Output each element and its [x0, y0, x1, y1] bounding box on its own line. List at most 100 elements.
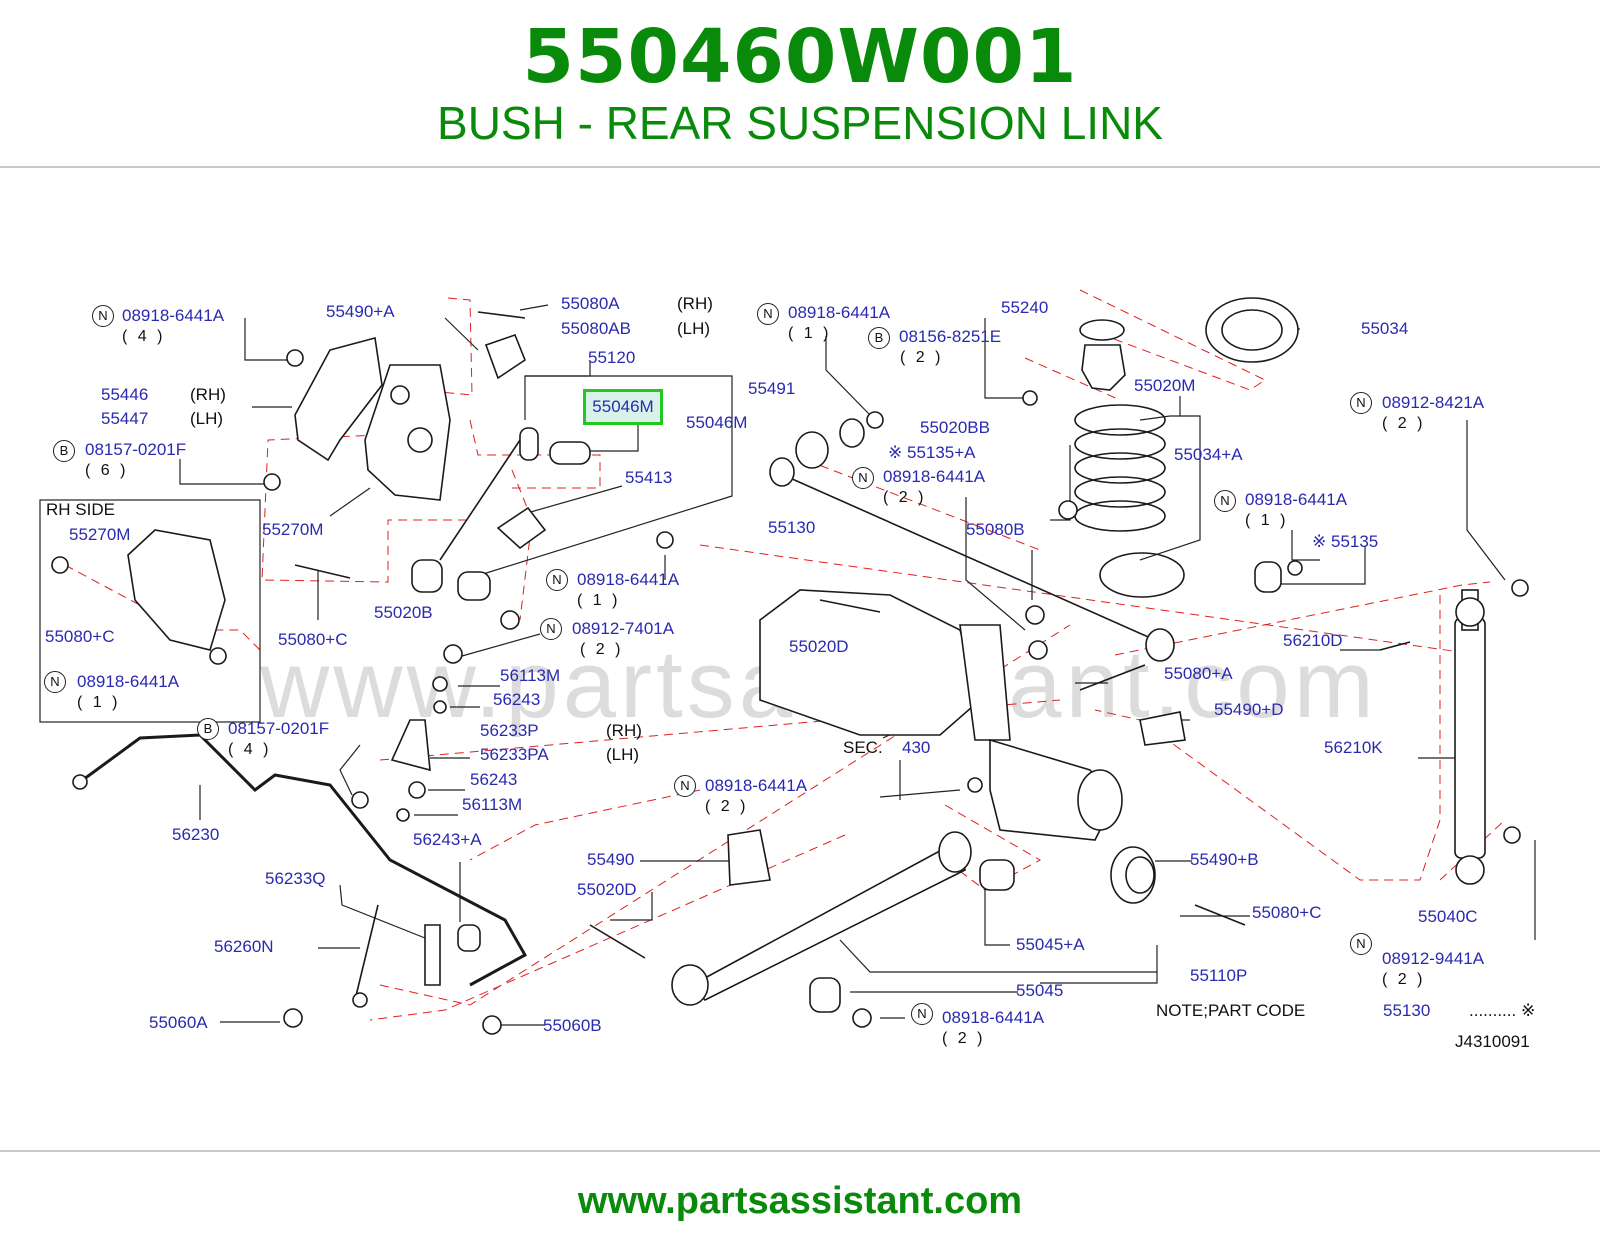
- quantity-label: ( 2 ): [1382, 415, 1426, 432]
- side-label: (LH): [677, 319, 711, 338]
- quantity-label: ( 2 ): [580, 641, 624, 658]
- note-part-code[interactable]: 55130: [1383, 1001, 1431, 1020]
- n-circle-badge: N: [674, 775, 696, 797]
- n-circle-badge: N: [1350, 392, 1372, 414]
- part-label[interactable]: 55040C: [1418, 907, 1478, 926]
- part-label[interactable]: 55080+A: [1164, 664, 1233, 683]
- part-label[interactable]: 08918-6441A: [883, 467, 986, 486]
- quantity-label: ( 2 ): [705, 798, 749, 815]
- part-label[interactable]: 55020D: [577, 880, 637, 899]
- part-label[interactable]: 55060A: [149, 1013, 208, 1032]
- part-label[interactable]: 56243: [493, 690, 541, 709]
- b-circle-badge: B: [868, 327, 890, 349]
- part-label[interactable]: 56243+A: [413, 830, 482, 849]
- part-label[interactable]: 55080AB: [561, 319, 631, 338]
- part-label[interactable]: 55080B: [966, 520, 1025, 539]
- b-circle-badge: B: [197, 718, 219, 740]
- part-label[interactable]: 55490+D: [1214, 700, 1284, 719]
- part-label[interactable]: 08156-8251E: [899, 327, 1002, 346]
- n-circle-badge: N: [540, 618, 562, 640]
- part-label[interactable]: 08918-6441A: [942, 1008, 1045, 1027]
- section-label: SEC.: [843, 738, 883, 757]
- diagram-reference-code: J4310091: [1455, 1032, 1530, 1051]
- part-label[interactable]: 55020B: [374, 603, 433, 622]
- part-label[interactable]: 08918-6441A: [577, 570, 680, 589]
- highlighted-part-55046M[interactable]: 55046M: [583, 389, 663, 425]
- part-label[interactable]: 08918-6441A: [122, 306, 225, 325]
- part-label[interactable]: 55110P: [1190, 966, 1248, 985]
- part-label[interactable]: 56113M: [462, 795, 523, 814]
- quantity-label: ( 2 ): [1382, 971, 1426, 988]
- part-label[interactable]: 55045+A: [1016, 935, 1085, 954]
- part-label-text: 55135+A: [906, 443, 976, 462]
- part-label[interactable]: 55413: [625, 468, 673, 487]
- part-label[interactable]: 56210K: [1324, 738, 1383, 757]
- part-label[interactable]: 55020D: [789, 637, 849, 656]
- part-label[interactable]: 08912-9441A: [1382, 949, 1485, 968]
- part-label[interactable]: 08918-6441A: [705, 776, 808, 795]
- part-label[interactable]: 55020BB: [920, 418, 990, 437]
- n-circle-badge: N: [44, 671, 66, 693]
- part-label[interactable]: 55490+B: [1190, 850, 1259, 869]
- part-label[interactable]: 08157-0201F: [228, 719, 330, 738]
- rh-side-heading: RH SIDE: [46, 500, 115, 519]
- header-divider: [0, 166, 1600, 168]
- part-label[interactable]: ※ 55135: [1312, 532, 1378, 552]
- part-label[interactable]: ※ 55135+A: [888, 443, 976, 463]
- part-label[interactable]: 08918-6441A: [77, 672, 180, 691]
- section-number-link[interactable]: 430: [902, 738, 931, 757]
- part-label[interactable]: 56113M: [500, 666, 561, 685]
- part-label[interactable]: 08912-8421A: [1382, 393, 1485, 412]
- part-label[interactable]: 55447: [101, 409, 149, 428]
- part-label[interactable]: 08912-7401A: [572, 619, 675, 638]
- part-label[interactable]: 55060B: [543, 1016, 602, 1035]
- side-label: (LH): [190, 409, 224, 428]
- part-label[interactable]: 55490+A: [326, 302, 395, 321]
- dashed-guide-lines: [64, 289, 1506, 1021]
- n-circle-badge: N: [92, 305, 114, 327]
- quantity-label: ( 6 ): [85, 462, 129, 479]
- part-label[interactable]: 08918-6441A: [788, 303, 891, 322]
- side-label: (RH): [677, 294, 713, 313]
- part-label[interactable]: 56210D: [1283, 631, 1343, 650]
- part-label[interactable]: 55020M: [1134, 376, 1196, 395]
- side-label: (RH): [190, 385, 226, 404]
- part-label[interactable]: 55080+C: [278, 630, 348, 649]
- part-label[interactable]: 55240: [1001, 298, 1049, 317]
- n-circle-badge: N: [852, 467, 874, 489]
- part-label[interactable]: 55490: [587, 850, 635, 869]
- part-label[interactable]: 55034+A: [1174, 445, 1243, 464]
- side-label: (RH): [606, 721, 642, 740]
- side-label: (LH): [606, 745, 640, 764]
- quantity-label: ( 2 ): [900, 349, 944, 366]
- part-label[interactable]: 55270M: [69, 525, 131, 544]
- part-label[interactable]: 56243: [470, 770, 518, 789]
- part-label[interactable]: 55080A: [561, 294, 620, 313]
- part-label[interactable]: 55045: [1016, 981, 1064, 1000]
- part-label[interactable]: 08918-6441A: [1245, 490, 1348, 509]
- part-label[interactable]: 55491: [748, 379, 796, 398]
- part-label[interactable]: 55046M: [686, 413, 748, 432]
- b-circle-badge: B: [53, 440, 75, 462]
- quantity-label: ( 1 ): [1245, 512, 1289, 529]
- part-label[interactable]: 08157-0201F: [85, 440, 187, 459]
- part-label[interactable]: 55270M: [262, 520, 324, 539]
- part-label[interactable]: 56260N: [214, 937, 274, 956]
- part-label[interactable]: 55446: [101, 385, 149, 404]
- quantity-label: ( 4 ): [228, 741, 272, 758]
- note-label: NOTE;PART CODE: [1156, 1001, 1306, 1020]
- part-label[interactable]: 55120: [588, 348, 636, 367]
- footer-url[interactable]: www.partsassistant.com: [577, 1180, 1023, 1222]
- part-label-text: 55135: [1330, 532, 1379, 551]
- n-circle-badge: N: [911, 1003, 933, 1025]
- part-label[interactable]: 56230: [172, 825, 220, 844]
- part-label[interactable]: 55080+C: [45, 627, 115, 646]
- part-label[interactable]: 55130: [768, 518, 816, 537]
- quantity-label: ( 1 ): [77, 694, 121, 711]
- part-description: BUSH - REAR SUSPENSION LINK: [437, 97, 1163, 149]
- part-label[interactable]: 56233P: [480, 721, 539, 740]
- part-label[interactable]: 56233PA: [480, 745, 549, 764]
- part-label[interactable]: 56233Q: [265, 869, 326, 888]
- part-label[interactable]: 55080+C: [1252, 903, 1322, 922]
- part-label[interactable]: 55034: [1361, 319, 1409, 338]
